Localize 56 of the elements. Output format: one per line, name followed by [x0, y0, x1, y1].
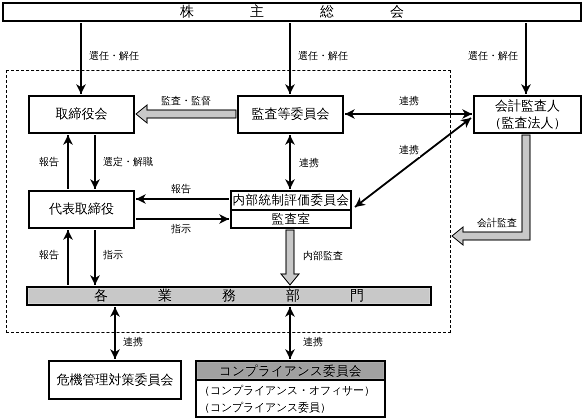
label-text: 危機管理対策委員会	[56, 372, 174, 388]
committee-box	[195, 360, 386, 418]
label-text: 各業務部門	[94, 288, 414, 304]
arrow	[285, 135, 295, 189]
label-text: 代表取締役	[49, 201, 114, 218]
arrow	[76, 23, 86, 94]
edge-label: 連携	[398, 96, 420, 108]
block-arrow	[135, 104, 236, 124]
edge-label: 選任・解任	[88, 51, 140, 63]
edge-label: 会計監査	[476, 218, 518, 230]
edge-label: 選任・解任	[467, 51, 519, 63]
edge-label: 内部監査	[302, 251, 344, 263]
organization-box	[237, 95, 344, 134]
arrow	[285, 23, 295, 94]
arrow	[136, 194, 229, 204]
arrow	[285, 307, 295, 359]
arrow	[110, 307, 120, 359]
label-text: 内部統制評価委員会	[232, 192, 350, 209]
edge-label: 報告	[38, 157, 60, 169]
arrow	[345, 109, 472, 119]
label-text: 取締役会	[56, 106, 108, 123]
edge-label: 監査・監督	[160, 96, 212, 108]
edge-label: 選定・解職	[102, 157, 154, 169]
arrow	[354, 117, 472, 208]
arrow	[90, 230, 100, 285]
arrow	[63, 135, 73, 189]
label-text: （コンプライアンス・オフィサー）	[198, 383, 376, 399]
block-arrow	[451, 134, 530, 246]
edge-label: 指示	[170, 224, 192, 236]
edge-label: 連携	[398, 145, 420, 157]
department-bar	[26, 286, 432, 306]
arrow	[136, 214, 229, 224]
label-text: （監査法人）	[488, 114, 566, 132]
arrow	[521, 23, 531, 94]
label-text: 監査室	[232, 209, 350, 228]
edge-label: 選任・解任	[297, 51, 349, 63]
edge-label: 報告	[38, 250, 60, 262]
organization-box	[48, 360, 182, 400]
label-text: 会計監査人	[495, 98, 560, 114]
label-text: （コンプライアンス委員）	[198, 400, 332, 416]
organization-box	[28, 190, 135, 229]
organization-box	[28, 95, 135, 134]
organization-box	[230, 190, 352, 229]
edge-label: 連携	[122, 337, 144, 349]
label-text: 監査等委員会	[252, 106, 330, 123]
arrow	[63, 230, 73, 285]
label-text: 株主総会	[180, 4, 460, 20]
edge-label: 連携	[302, 337, 324, 349]
heading-bar	[2, 2, 582, 22]
organization-box	[473, 95, 582, 134]
edge-label: 報告	[170, 184, 192, 196]
committee-heading: コンプライアンス委員会	[197, 362, 384, 381]
block-arrow	[280, 230, 300, 286]
edge-label: 指示	[102, 250, 124, 262]
arrow	[90, 135, 100, 189]
edge-label: 連携	[298, 158, 320, 170]
